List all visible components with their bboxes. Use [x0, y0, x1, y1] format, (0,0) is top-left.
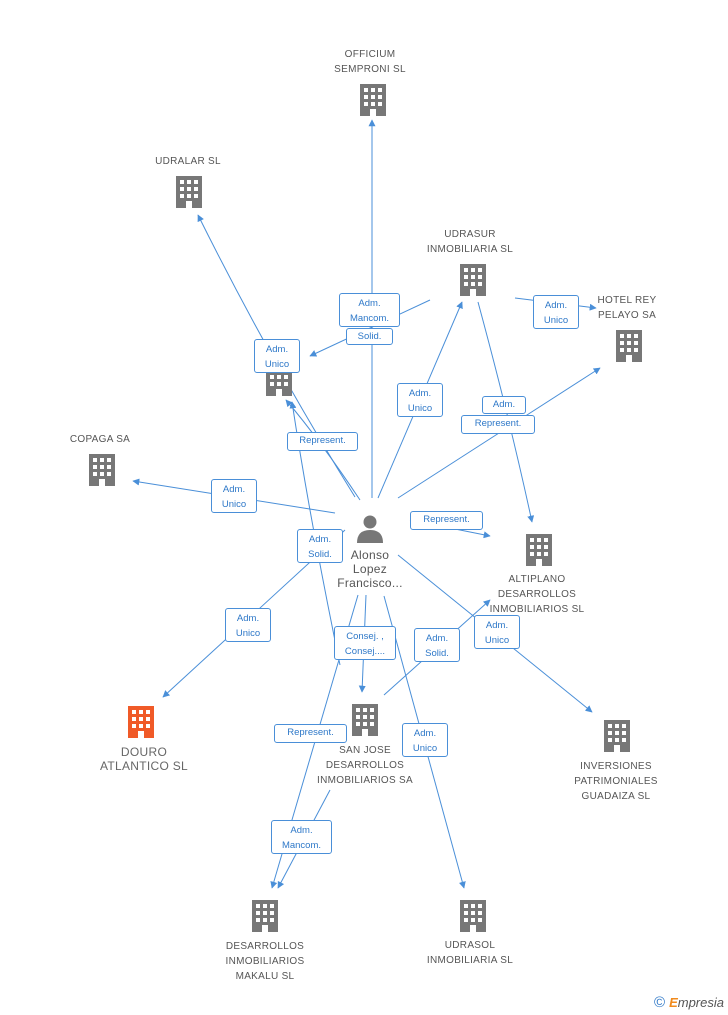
edge-label-adm-solid[interactable]: Adm. Solid. [414, 628, 460, 662]
edge-label-represent[interactable]: Represent. [274, 724, 347, 743]
edge-label-adm-unico[interactable]: Adm. Unico [225, 608, 271, 642]
edge-label-adm-unico[interactable]: Adm. Unico [397, 383, 443, 417]
building-icon[interactable] [460, 900, 486, 932]
building-icon[interactable] [252, 900, 278, 932]
node-udrasol-label[interactable]: UDRASOL INMOBILIARIA SL [426, 940, 514, 966]
building-icon[interactable] [89, 454, 115, 486]
building-icon[interactable] [176, 176, 202, 208]
building-icon[interactable] [352, 704, 378, 736]
building-icon[interactable] [604, 720, 630, 752]
node-officium-label[interactable]: OFFICIUM SEMPRONI SL [334, 49, 406, 75]
copyright-icon: © [654, 994, 666, 1011]
building-icon[interactable] [616, 330, 642, 362]
node-altiplano-label[interactable]: ALTIPLANO DESARROLLOS INMOBILIARIOS SL [489, 574, 585, 615]
brand-name: mpresia [677, 995, 724, 1010]
person-icon[interactable] [355, 513, 385, 543]
brand-logo-letter: E [669, 995, 678, 1010]
edge-label-adm-mancom[interactable]: Adm. Mancom. [271, 820, 332, 854]
edge-label-represent[interactable]: Represent. [410, 511, 483, 530]
edge-label-adm-mancom[interactable]: Adm. Mancom. [339, 293, 400, 327]
building-icon[interactable] [526, 534, 552, 566]
node-udralar-label[interactable]: UDRALAR SL [155, 156, 221, 167]
edge-label-adm-unico[interactable]: Adm. Unico [533, 295, 579, 329]
edge-label-represent[interactable]: Represent. [461, 415, 535, 434]
edge-label-adm-solid[interactable]: Adm. Solid. [297, 529, 343, 563]
building-icon[interactable] [360, 84, 386, 116]
edge-label-solid[interactable]: Solid. [346, 328, 393, 345]
building-icon[interactable] [128, 706, 154, 738]
node-hotel-label[interactable]: HOTEL REY PELAYO SA [597, 295, 657, 321]
edge-label-adm-unico[interactable]: Adm. Unico [254, 339, 300, 373]
edge-label-consej[interactable]: Consej. , Consej.... [334, 626, 396, 660]
node-sanjose-label[interactable]: SAN JOSE DESARROLLOS INMOBILIARIOS SA [317, 745, 413, 786]
edge-label-adm-unico[interactable]: Adm. Unico [402, 723, 448, 757]
edge-label-adm-unico[interactable]: Adm. Unico [211, 479, 257, 513]
edge-label-adm[interactable]: Adm. [482, 396, 526, 414]
node-udrasur-label[interactable]: UDRASUR INMOBILIARIA SL [426, 229, 514, 255]
building-icon[interactable] [460, 264, 486, 296]
node-copaga-label[interactable]: COPAGA SA [69, 434, 131, 445]
node-makalu-label[interactable]: DESARROLLOS INMOBILIARIOS MAKALU SL [225, 941, 305, 982]
node-inversiones-label[interactable]: INVERSIONES PATRIMONIALES GUADAIZA SL [574, 761, 658, 802]
footer-brand: ©Empresia [654, 994, 724, 1011]
person-name-label[interactable]: Alonso Lopez Francisco... [337, 548, 403, 590]
edge-label-adm-unico[interactable]: Adm. Unico [474, 615, 520, 649]
node-douro-label[interactable]: DOURO ATLANTICO SL [99, 745, 189, 773]
edge-label-represent[interactable]: Represent. [287, 432, 358, 451]
